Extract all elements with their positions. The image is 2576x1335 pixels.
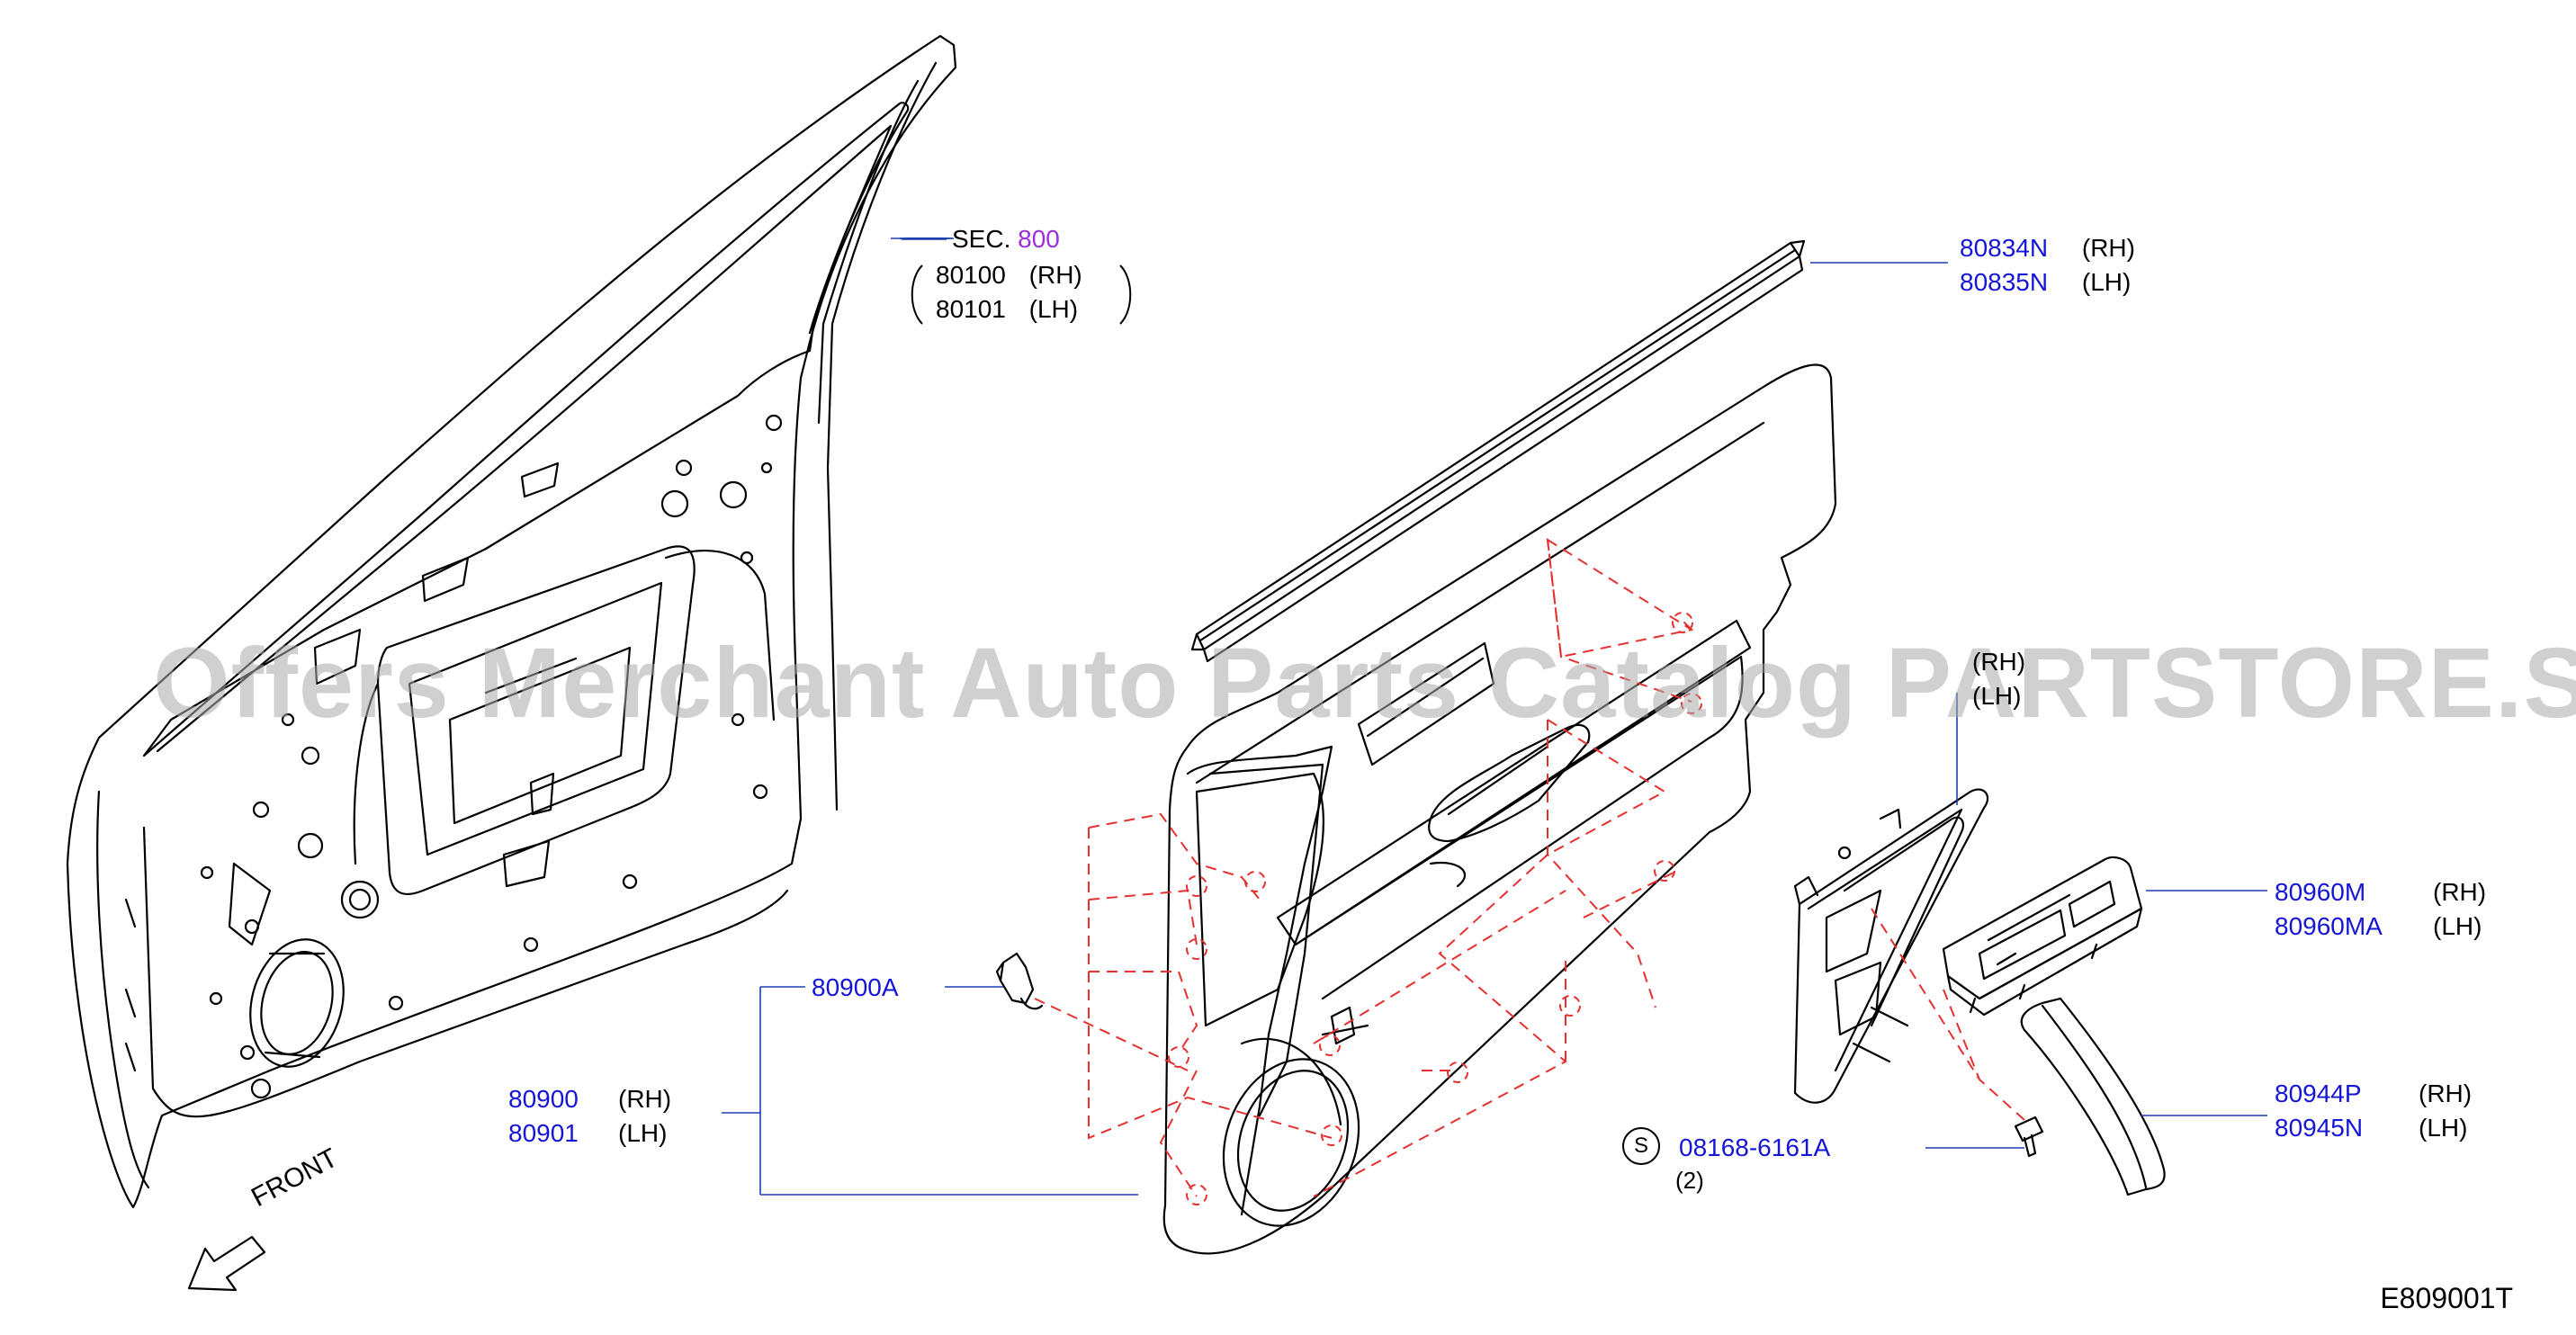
- weatherstrip-rh: 80834N (RH): [1960, 234, 2135, 263]
- pull-handle-lh: 80945N (LH): [2275, 1114, 2467, 1142]
- part-number[interactable]: 80900: [508, 1085, 579, 1113]
- sec-link[interactable]: 800: [1018, 225, 1060, 253]
- side-label: (LH): [618, 1119, 668, 1147]
- hidden-part-lh: (LH): [1972, 682, 2021, 711]
- side-label: (RH): [2081, 234, 2135, 262]
- pull-handle-part: [2020, 997, 2166, 1196]
- side-label: (LH): [2419, 1114, 2468, 1142]
- weatherstrip-part: [1190, 239, 1806, 663]
- part-number[interactable]: 80101: [936, 295, 1006, 323]
- side-label: (RH): [1972, 648, 2026, 676]
- side-label: (RH): [2433, 878, 2487, 906]
- front-arrow: [187, 1235, 266, 1292]
- sec-prefix: SEC.: [952, 225, 1011, 253]
- sec-label: SEC. 800: [952, 225, 1060, 254]
- window-switch-part: [1942, 856, 2143, 1017]
- part-number[interactable]: 80835N: [1960, 268, 2049, 296]
- door-trim-panel: [1162, 363, 1837, 1255]
- watermark-text: Offers Merchant Auto Parts Catalog PARTS…: [153, 628, 2576, 739]
- screw-part: [2014, 1115, 2044, 1158]
- diagram-code: E809001T: [2380, 1282, 2513, 1314]
- part-number[interactable]: 80834N: [1960, 234, 2049, 262]
- screw-qty: (2): [1675, 1167, 1704, 1194]
- side-label: (LH): [1028, 295, 1079, 323]
- side-label: (LH): [1972, 682, 2022, 710]
- part-number[interactable]: 80100: [936, 261, 1006, 289]
- clip-label: 80900A: [812, 973, 899, 1002]
- side-label: (RH): [618, 1085, 672, 1113]
- side-label: (RH): [2419, 1080, 2473, 1107]
- pull-handle-rh: 80944P (RH): [2275, 1080, 2472, 1108]
- hidden-part-rh: (RH): [1972, 648, 2025, 676]
- door-inner-panel: [66, 34, 957, 1209]
- door-panel-lh: 80101 (LH): [936, 295, 1078, 324]
- side-label: (LH): [2081, 268, 2132, 296]
- switch-finisher-lh: 80960MA (LH): [2275, 912, 2482, 941]
- door-panel-rh: 80100 (RH): [936, 261, 1082, 290]
- clip-part: [995, 952, 1044, 1010]
- part-number[interactable]: 80901: [508, 1119, 579, 1147]
- door-trim-rh: 80900 (RH): [508, 1085, 671, 1114]
- part-number[interactable]: 80900A: [812, 973, 899, 1001]
- screw-label: 08168-6161A: [1679, 1133, 1830, 1162]
- part-number[interactable]: 80960M: [2275, 878, 2366, 906]
- standard-part-symbol: S: [1622, 1127, 1660, 1165]
- part-number[interactable]: 80960MA: [2275, 912, 2383, 940]
- switch-finisher-rh: 80960M (RH): [2275, 878, 2486, 907]
- part-number[interactable]: 08168-6161A: [1679, 1133, 1831, 1161]
- side-label: (LH): [2433, 912, 2482, 940]
- weatherstrip-lh: 80835N (LH): [1960, 268, 2131, 297]
- part-number[interactable]: 80945N: [2275, 1114, 2364, 1142]
- part-number[interactable]: 80944P: [2275, 1080, 2362, 1107]
- door-trim-lh: 80901 (LH): [508, 1119, 667, 1148]
- switch-finisher-part: [1793, 788, 1989, 1104]
- side-label: (RH): [1028, 261, 1082, 289]
